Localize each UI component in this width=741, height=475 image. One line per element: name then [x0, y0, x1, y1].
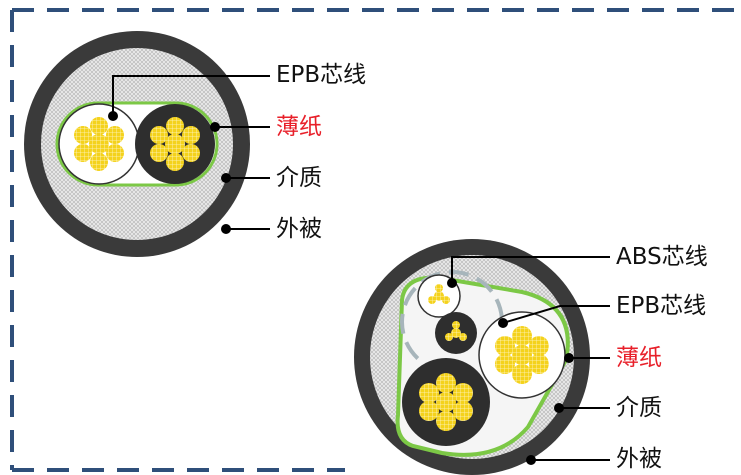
epb-core-label: EPB芯线: [276, 62, 367, 88]
abs-conductor-white: [428, 284, 450, 304]
epb-core-label: EPB芯线: [616, 293, 707, 319]
epb-cable: [24, 31, 270, 257]
outer-sheath-label: 外被: [276, 216, 322, 242]
outer-sheath-label: 外被: [616, 446, 662, 472]
combo-cable: [354, 239, 610, 475]
paper-label: 薄纸: [276, 114, 322, 140]
epb-conductor-white: [495, 326, 549, 384]
epb-conductor-black: [419, 373, 473, 431]
abs-conductor-black: [445, 321, 467, 341]
medium-label: 介质: [616, 395, 662, 421]
epb-leaders: [112, 75, 270, 230]
medium-label: 介质: [276, 165, 322, 191]
epb-leader-dots: [108, 111, 231, 234]
paper-label: 薄纸: [616, 345, 662, 371]
conductor-right: [150, 117, 200, 171]
dashed-frame: [10, 8, 741, 472]
conductor-left: [74, 117, 124, 171]
abs-core-label: ABS芯线: [616, 244, 708, 270]
combo-leader-dots: [447, 278, 574, 465]
combo-leaders: [451, 256, 610, 461]
